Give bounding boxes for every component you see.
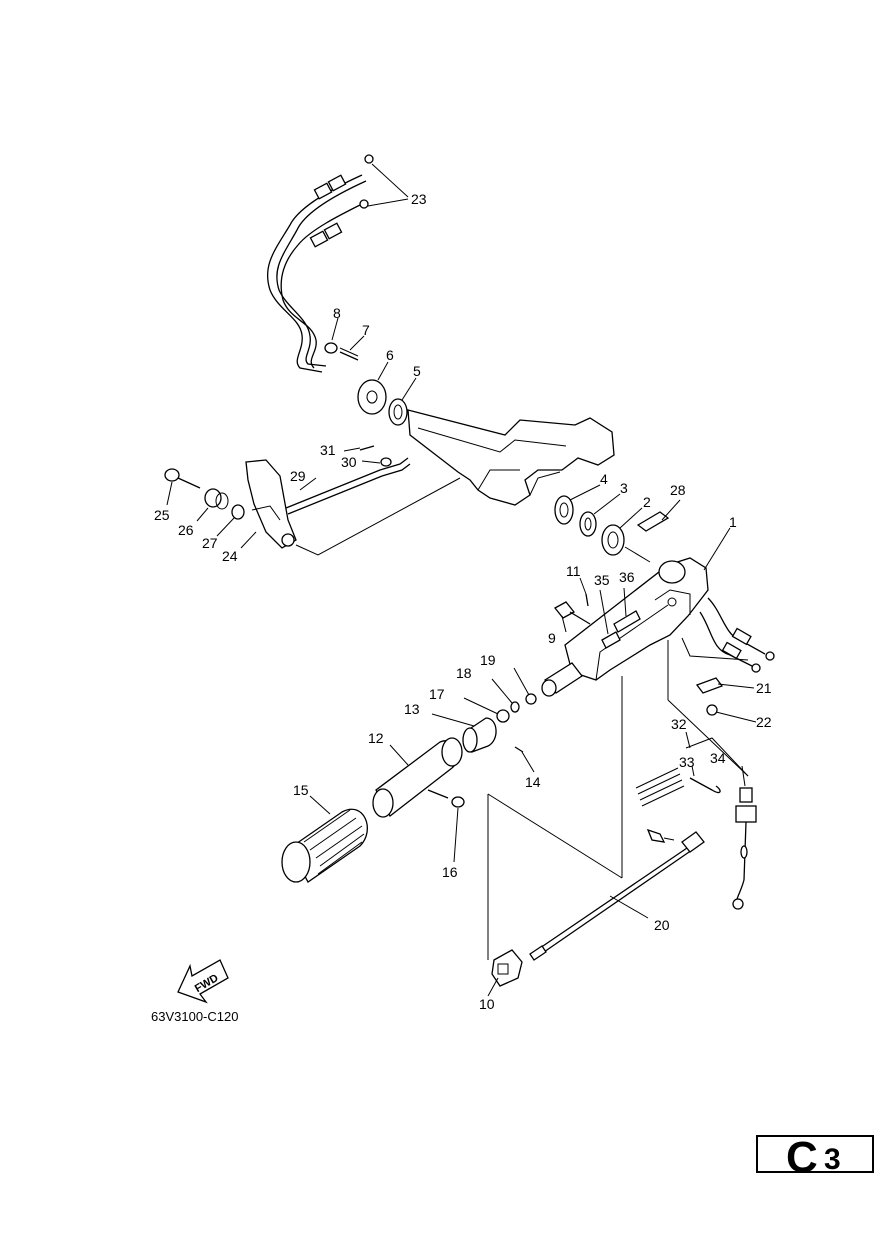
stop-switch-34 [732, 787, 757, 910]
part-label-12: 12 [368, 730, 384, 746]
cable-end-fittings [309, 154, 374, 248]
part-label-32: 32 [671, 716, 687, 732]
throttle-sleeve-12 [372, 737, 463, 818]
part-label-33: 33 [679, 754, 695, 770]
part-number-labels: 1 2 3 4 5 6 7 8 9 10 11 12 13 14 15 16 1… [154, 191, 772, 1012]
cables-right [699, 597, 775, 673]
throttle-cable-upper [266, 174, 367, 373]
part-label-24: 24 [222, 548, 238, 564]
washer-30 [380, 457, 392, 467]
part-label-20: 20 [654, 917, 670, 933]
washer-27 [231, 504, 245, 520]
fwd-arrow-icon: FWD [177, 959, 229, 1004]
throttle-cable-lower [280, 204, 361, 369]
part-label-9: 9 [548, 630, 556, 646]
part-label-16: 16 [442, 864, 458, 880]
friction-bolt-9 [554, 601, 591, 625]
part-label-7: 7 [362, 322, 370, 338]
part-label-1: 1 [729, 514, 737, 530]
page-badge: C 3 [756, 1133, 874, 1182]
washer-5 [388, 398, 408, 426]
part-label-28: 28 [670, 482, 686, 498]
screw-16 [427, 789, 465, 808]
part-label-23: 23 [411, 191, 427, 207]
part-label-15: 15 [293, 782, 309, 798]
washer-18 [510, 701, 520, 713]
plate-21 [695, 677, 724, 694]
plate-28 [636, 511, 670, 532]
stud-bolt-7 [339, 347, 359, 361]
tiller-arm-24 [245, 459, 297, 549]
part-label-19: 19 [480, 652, 496, 668]
pin-14 [514, 746, 524, 753]
grip-shaft [541, 662, 583, 697]
part-label-34: 34 [710, 750, 726, 766]
page-badge-number: 3 [824, 1143, 841, 1176]
bushing-2 [601, 524, 625, 556]
washer-17 [496, 709, 510, 723]
steering-bracket [407, 409, 615, 506]
part-label-6: 6 [386, 347, 394, 363]
bushing-3 [579, 511, 597, 537]
shift-cable-20 [529, 831, 705, 961]
pin-11 [585, 593, 589, 607]
link-rod-29 [285, 457, 411, 515]
bolt-22 [706, 704, 718, 716]
part-label-11: 11 [566, 563, 581, 579]
cable-clamp-10 [491, 949, 523, 987]
collar-26 [204, 488, 229, 510]
washer-4 [554, 495, 574, 525]
part-label-27: 27 [202, 535, 218, 551]
part-label-8: 8 [333, 305, 341, 321]
part-label-4: 4 [600, 471, 608, 487]
wire-33 [689, 777, 721, 794]
part-label-21: 21 [756, 680, 772, 696]
part-label-26: 26 [178, 522, 194, 538]
screw-19 [525, 693, 537, 705]
part-label-3: 3 [620, 480, 628, 496]
part-label-10: 10 [479, 996, 495, 1012]
decal-36 [613, 610, 641, 633]
part-label-25: 25 [154, 507, 170, 523]
clip-31 [359, 445, 375, 451]
part-label-31: 31 [320, 442, 336, 458]
part-label-2: 2 [643, 494, 651, 510]
part-label-18: 18 [456, 665, 472, 681]
plate-6 [357, 379, 387, 415]
lanyard-clip [646, 828, 675, 843]
page-badge-letter: C [786, 1133, 818, 1182]
drawing-code: 63V3100-C120 [151, 1009, 238, 1024]
part-label-17: 17 [429, 686, 445, 702]
part-label-29: 29 [290, 468, 306, 484]
collar-13 [462, 717, 497, 753]
part-label-30: 30 [341, 454, 357, 470]
label-leaders [166, 163, 757, 997]
throttle-grip-15 [281, 808, 368, 883]
part-label-13: 13 [404, 701, 420, 717]
part-label-35: 35 [594, 572, 610, 588]
part-label-14: 14 [525, 774, 541, 790]
nut-8 [324, 342, 338, 354]
part-label-5: 5 [413, 363, 421, 379]
spring-32 [635, 767, 685, 807]
part-label-36: 36 [619, 569, 635, 585]
decal-35 [601, 631, 621, 649]
part-label-22: 22 [756, 714, 772, 730]
bolt-25 [164, 468, 201, 489]
